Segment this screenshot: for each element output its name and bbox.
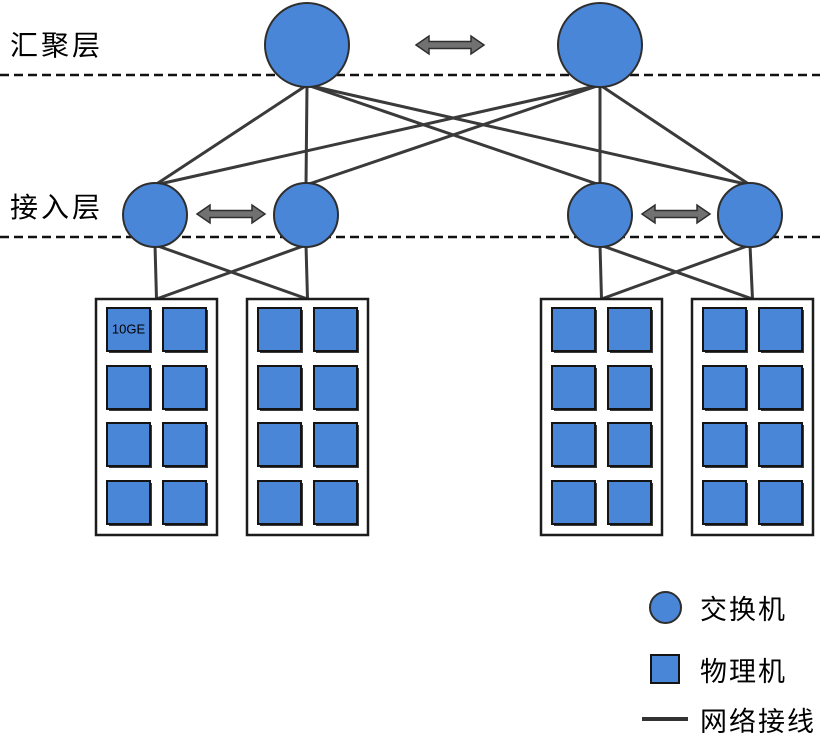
bidirectional-arrow (414, 34, 486, 56)
physical-machine-square (106, 480, 151, 525)
physical-machine-square (702, 422, 747, 467)
legend-swatch (638, 717, 692, 721)
network-link (599, 83, 751, 187)
legend-label-server: 物理机 (700, 656, 787, 687)
physical-machine-square (162, 480, 207, 525)
network-link (304, 84, 309, 186)
physical-machine-square (106, 307, 151, 352)
physical-machine-square (162, 365, 207, 410)
switch-node-acc3 (567, 182, 633, 248)
legend-label-switch: 交换机 (700, 594, 787, 625)
network-link (748, 244, 754, 300)
legend-swatch (638, 590, 692, 624)
access-layer-label: 接入层 (10, 193, 104, 224)
network-link (153, 244, 158, 300)
aggregation-layer-label: 汇聚层 (10, 31, 104, 62)
physical-machine-square (551, 480, 596, 525)
network-link (305, 83, 601, 187)
machine-port-label: 10GE (112, 322, 146, 337)
network-link (600, 243, 751, 301)
physical-machine-square (758, 365, 803, 410)
bidirectional-arrow (640, 203, 712, 225)
physical-machine-square (162, 307, 207, 352)
network-link (154, 83, 601, 187)
legend-label-cable: 网络接线 (700, 706, 816, 737)
physical-machine-square (313, 422, 358, 467)
switch-circle-icon (648, 590, 682, 624)
legend: 交换机 物理机 网络接线 (638, 584, 816, 740)
physical-machine-square (106, 365, 151, 410)
server-square-icon (650, 654, 680, 684)
physical-machine-square (702, 365, 747, 410)
network-link (306, 83, 751, 187)
switch-node-acc1 (122, 182, 188, 248)
physical-machine-square (551, 365, 596, 410)
legend-item-cable: 网络接线 (638, 696, 816, 740)
switch-node-acc2 (273, 182, 339, 248)
physical-machine-square (313, 307, 358, 352)
network-link (598, 244, 603, 300)
physical-machine-square (257, 365, 302, 410)
legend-swatch (638, 654, 692, 684)
physical-machine-square (607, 365, 652, 410)
network-link (304, 244, 309, 300)
physical-machine-square (758, 307, 803, 352)
physical-machine-square (257, 422, 302, 467)
physical-machine-square (257, 480, 302, 525)
physical-machine-square (313, 480, 358, 525)
network-line-icon (642, 717, 688, 721)
physical-machine-square (758, 480, 803, 525)
switch-node-agg2 (557, 2, 643, 88)
legend-item-switch: 交换机 (638, 584, 816, 630)
physical-machine-square (702, 307, 747, 352)
legend-item-server: 物理机 (638, 646, 816, 692)
physical-machine-square (607, 422, 652, 467)
network-link (155, 243, 307, 301)
physical-machine-square (106, 422, 151, 467)
switch-node-agg1 (264, 2, 350, 88)
physical-machine-square (162, 422, 207, 467)
bidirectional-arrow (195, 203, 267, 225)
physical-machine-square (607, 480, 652, 525)
physical-machine-square (551, 307, 596, 352)
physical-machine-square (607, 307, 652, 352)
network-link (154, 83, 308, 187)
physical-machine-square (702, 480, 747, 525)
physical-machine-square (551, 422, 596, 467)
switch-node-acc4 (717, 182, 783, 248)
physical-machine-square (257, 307, 302, 352)
physical-machine-square (313, 365, 358, 410)
physical-machine-square (758, 422, 803, 467)
